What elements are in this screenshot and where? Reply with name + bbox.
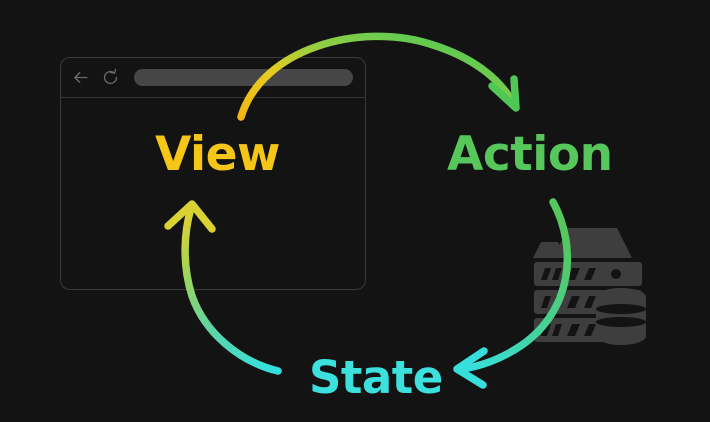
database-ridges	[596, 304, 646, 327]
node-label-action: Action	[447, 127, 613, 182]
server-vent-slots	[541, 268, 596, 336]
reload-icon[interactable]	[101, 68, 120, 87]
server-status-led	[611, 269, 621, 279]
browser-toolbar	[61, 58, 365, 98]
arrow-action-to-state	[453, 198, 572, 389]
node-label-state: State	[309, 351, 443, 404]
database-icon	[596, 288, 646, 345]
address-bar[interactable]	[134, 69, 353, 86]
server-rack-icon	[533, 228, 642, 342]
back-arrow-icon[interactable]	[71, 68, 90, 87]
node-label-view: View	[155, 127, 280, 182]
